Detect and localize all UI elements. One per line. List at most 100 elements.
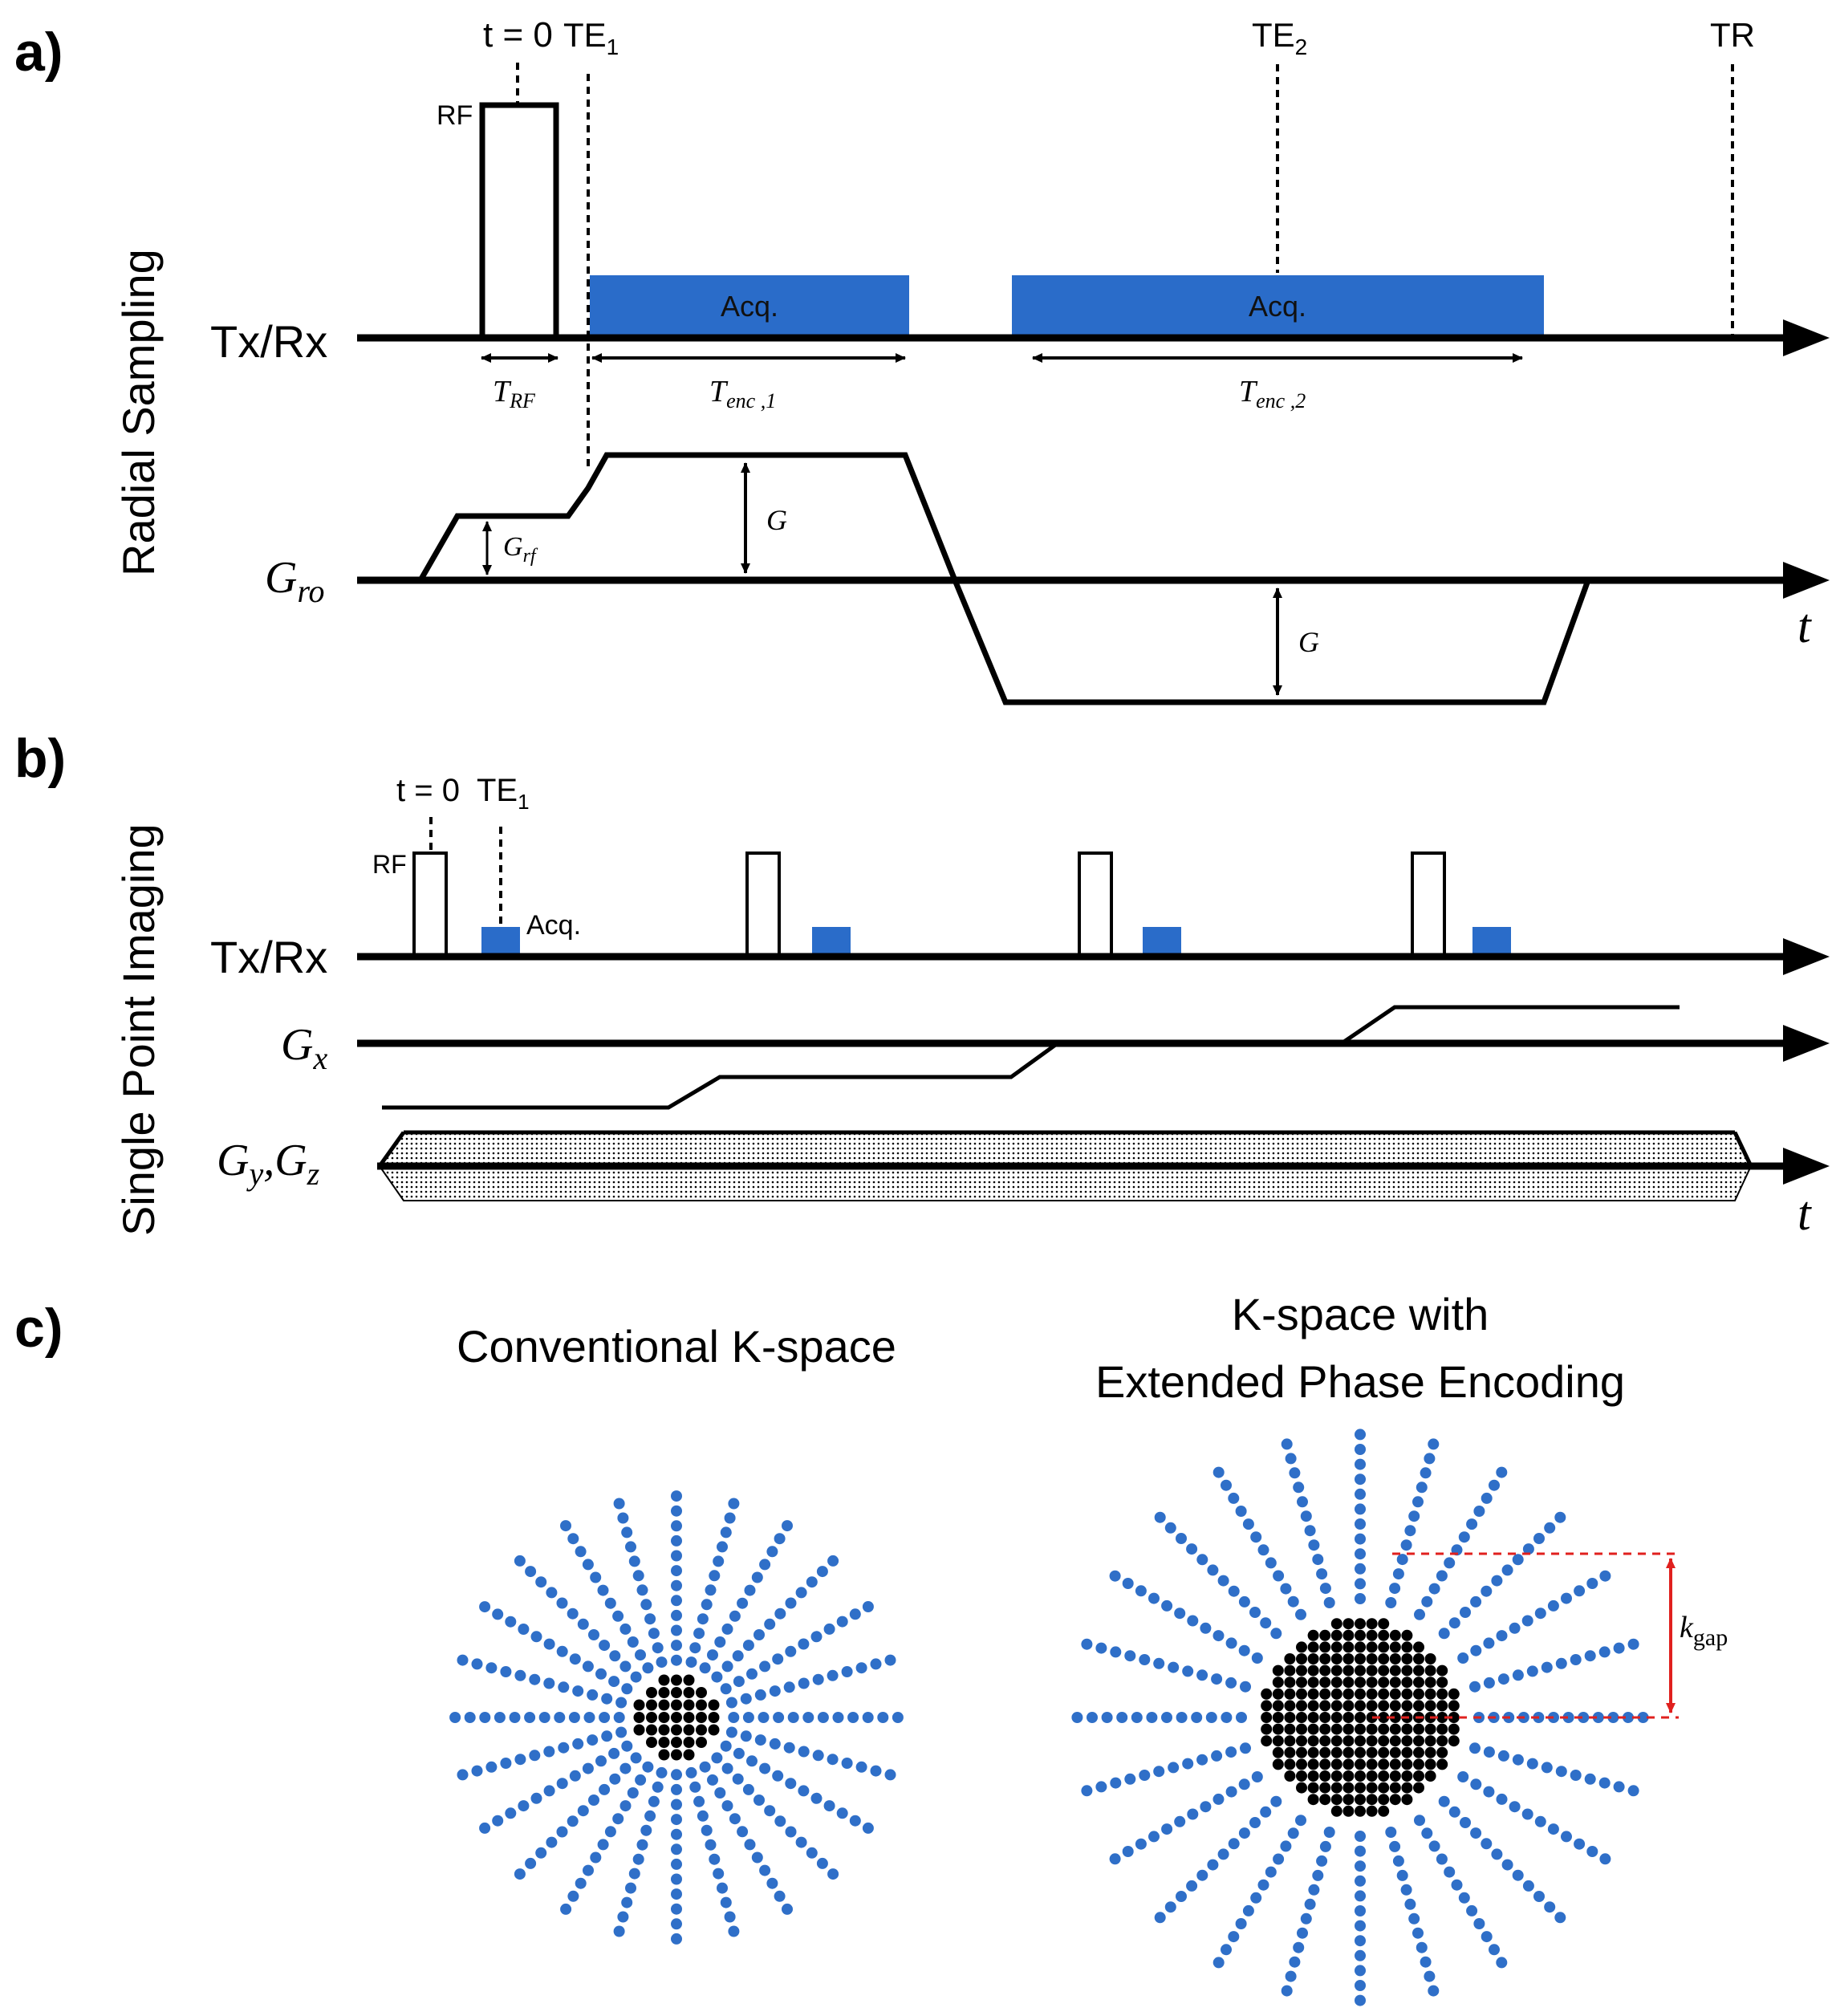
radial-sample-point	[720, 1683, 732, 1695]
radial-sample-point	[615, 1697, 628, 1709]
cartesian-sample-point	[1401, 1688, 1413, 1700]
radial-sample-point	[832, 1712, 844, 1723]
radial-sample-point	[774, 1815, 786, 1827]
radial-sample-point	[1512, 1869, 1524, 1881]
cartesian-sample-point	[1424, 1746, 1436, 1758]
radial-sample-point	[737, 1826, 749, 1838]
cartesian-sample-point	[1261, 1688, 1273, 1700]
radial-sample-point	[1148, 1592, 1160, 1604]
radial-sample-point	[1323, 1827, 1335, 1838]
cartesian-sample-point	[1378, 1641, 1390, 1653]
cartesian-sample-point	[1448, 1723, 1460, 1735]
radial-sample-point	[772, 1770, 784, 1782]
gx-gradient-waveform	[382, 1005, 1680, 1110]
cartesian-sample-point	[1284, 1746, 1296, 1758]
cartesian-sample-point	[1307, 1641, 1319, 1653]
radial-sample-point	[707, 1649, 718, 1661]
radial-sample-point	[492, 1608, 504, 1620]
radial-sample-point	[582, 1762, 594, 1774]
gx-axis-arrowhead	[1783, 1025, 1830, 1062]
cartesian-sample-point	[1389, 1688, 1401, 1700]
radial-sample-point	[1420, 1467, 1432, 1479]
radial-sample-point	[849, 1608, 861, 1620]
cartesian-sample-point	[1307, 1794, 1319, 1806]
radial-sample-point	[1308, 1884, 1320, 1896]
radial-sample-point	[1473, 1918, 1485, 1929]
radial-sample-point	[1438, 1795, 1450, 1807]
radial-sample-point	[656, 1656, 668, 1668]
radial-sample-point	[505, 1616, 517, 1628]
radial-sample-point	[1509, 1622, 1521, 1634]
readout-gradient-waveform	[417, 452, 1591, 705]
radial-sample-point	[567, 1608, 579, 1620]
cartesian-sample-point	[1272, 1735, 1284, 1747]
cartesian-sample-point	[1366, 1629, 1378, 1641]
radial-sample-point	[713, 1868, 725, 1880]
cartesian-sample-point	[1355, 1746, 1366, 1758]
radial-sample-point	[1205, 1712, 1217, 1723]
radial-sample-point	[1304, 1898, 1316, 1910]
cartesian-sample-point	[1413, 1641, 1424, 1653]
kspace-conventional	[449, 1490, 904, 1945]
radial-sample-point	[1295, 1608, 1306, 1620]
cartesian-sample-point	[1330, 1641, 1342, 1653]
radial-sample-point	[1355, 1980, 1366, 1991]
radial-sample-point	[1436, 1853, 1448, 1865]
radial-sample-point	[632, 1853, 644, 1865]
cartesian-sample-point	[1436, 1664, 1448, 1677]
radial-sample-point	[1300, 1510, 1312, 1522]
cartesian-sample-point	[1307, 1735, 1319, 1747]
radial-sample-point	[785, 1645, 797, 1657]
g-amplitude-label-up: G	[766, 504, 787, 536]
radial-sample-point	[613, 1712, 625, 1723]
radial-sample-point	[1627, 1638, 1639, 1650]
radial-sample-point	[1101, 1712, 1113, 1723]
radial-sample-point	[1131, 1712, 1143, 1723]
acq-label-1: Acq.	[721, 290, 778, 323]
cartesian-sample-point	[1342, 1641, 1355, 1653]
radial-sample-point	[1207, 1564, 1219, 1576]
radial-sample-point	[1547, 1599, 1559, 1612]
acq-block-b3	[1143, 927, 1181, 954]
radial-sample-point	[1109, 1570, 1121, 1582]
cartesian-sample-point	[1319, 1712, 1331, 1723]
kspace-conventional-title: Conventional K-space	[457, 1321, 896, 1372]
radial-sample-point	[635, 1649, 646, 1661]
radial-sample-point	[609, 1650, 621, 1662]
radial-sample-point	[1412, 1927, 1424, 1939]
radial-sample-point	[538, 1712, 550, 1723]
cartesian-sample-point	[1296, 1712, 1307, 1723]
radial-sample-point	[1526, 1665, 1538, 1677]
cartesian-sample-point	[1378, 1794, 1390, 1806]
radial-sample-point	[1217, 1848, 1229, 1860]
radial-sample-point	[630, 1752, 642, 1764]
cartesian-sample-point	[1378, 1653, 1390, 1664]
radial-sample-point	[1483, 1637, 1495, 1649]
radial-sample-point	[1414, 1608, 1425, 1620]
radial-sample-point	[1489, 1479, 1500, 1491]
txrx-label-a: Tx/Rx	[210, 316, 327, 367]
radial-sample-point	[1124, 1773, 1136, 1785]
radial-sample-point	[740, 1693, 752, 1705]
cartesian-sample-point	[696, 1712, 707, 1723]
radial-sample-point	[588, 1794, 599, 1806]
radial-sample-point	[560, 1520, 571, 1532]
acq-block-b1	[481, 927, 520, 954]
panel-c-letter: c)	[14, 1298, 63, 1359]
cartesian-sample-point	[1272, 1758, 1284, 1770]
radial-sample-point	[558, 1681, 570, 1693]
radial-sample-point	[1280, 1840, 1292, 1852]
radial-sample-point	[1451, 1879, 1463, 1891]
radial-sample-point	[671, 1579, 682, 1591]
radial-sample-point	[471, 1765, 483, 1777]
radial-sample-point	[711, 1671, 723, 1683]
radial-sample-point	[671, 1903, 682, 1915]
radial-sample-point	[701, 1599, 713, 1611]
radial-sample-point	[717, 1882, 728, 1894]
cartesian-sample-point	[1436, 1688, 1448, 1700]
cartesian-sample-point	[1355, 1641, 1366, 1653]
radial-sample-point	[1355, 1965, 1366, 1977]
radial-sample-point	[798, 1785, 810, 1797]
cartesian-sample-point	[1366, 1653, 1378, 1664]
radial-sample-point	[697, 1613, 709, 1625]
